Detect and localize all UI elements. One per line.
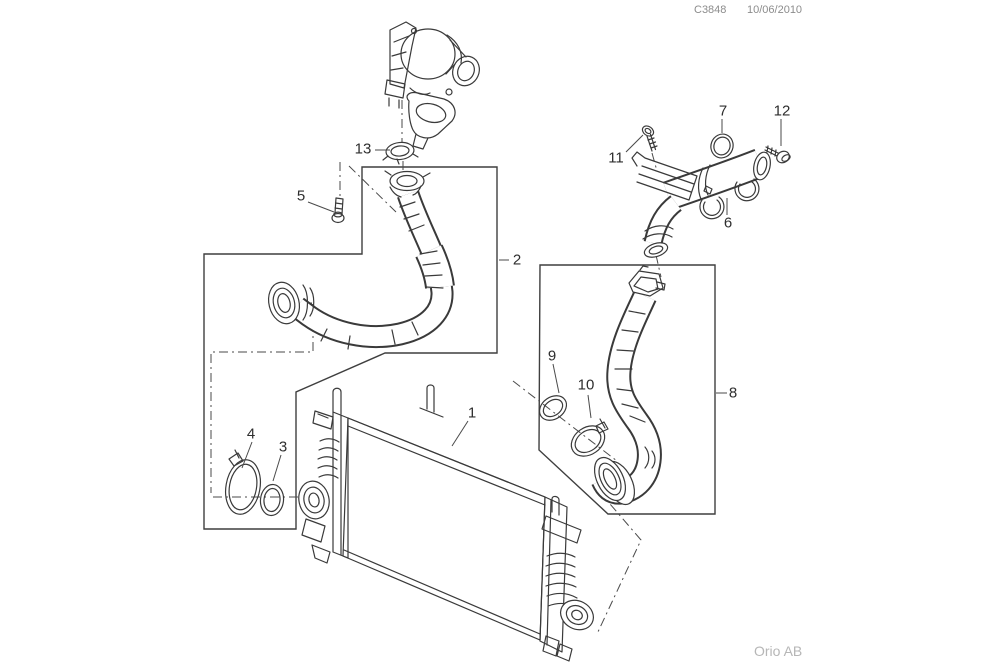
guide-ring9-clamp10-axis xyxy=(512,380,618,462)
leader-10 xyxy=(587,394,592,419)
clamp-ring-13 xyxy=(382,141,419,165)
leader-11 xyxy=(625,134,644,153)
hose2-connector-cuff xyxy=(267,281,315,325)
header-doc-date: 10/06/2010 xyxy=(747,4,802,16)
turbocharger-drawing xyxy=(384,21,480,150)
guide-bolt11-axis xyxy=(651,152,658,172)
screw-12 xyxy=(764,145,791,164)
bolt-11 xyxy=(641,125,658,152)
callout-3[interactable]: 3 xyxy=(279,439,287,456)
seal-ring-9 xyxy=(538,395,568,421)
callout-7[interactable]: 7 xyxy=(719,103,727,120)
intercooler-drawing xyxy=(298,384,594,662)
leader-3 xyxy=(272,454,282,482)
spring-clip xyxy=(734,178,760,202)
callout-5[interactable]: 5 xyxy=(297,188,305,205)
callout-10[interactable]: 10 xyxy=(578,377,595,394)
callout-6[interactable]: 6 xyxy=(724,215,732,232)
callout-8[interactable]: 8 xyxy=(729,385,737,402)
hose8-flange xyxy=(628,265,666,297)
callout-13[interactable]: 13 xyxy=(355,141,372,158)
callout-12[interactable]: 12 xyxy=(774,103,791,120)
pipe6-bracket xyxy=(631,151,698,201)
charge-air-pipe-6 xyxy=(631,149,771,258)
hose2-flange xyxy=(384,170,431,198)
leader-4 xyxy=(241,441,253,469)
callout-11[interactable]: 11 xyxy=(608,150,624,167)
outline-box-8 xyxy=(538,264,716,515)
hose-clamp-4 xyxy=(224,449,262,515)
callout-leader-lines xyxy=(241,119,782,482)
callout-1[interactable]: 1 xyxy=(468,405,476,422)
hose8-mouth-cuff xyxy=(593,456,636,506)
callout-9[interactable]: 9 xyxy=(548,348,556,365)
charge-air-hose-8 xyxy=(591,265,666,506)
callout-4[interactable]: 4 xyxy=(247,426,255,443)
seal-ring-7 xyxy=(710,133,734,159)
header-doc-code: C3848 xyxy=(694,4,726,16)
footer-publisher: Orio AB xyxy=(754,643,802,659)
guide-pipe6-to-hose8 xyxy=(655,254,662,278)
leader-5 xyxy=(307,201,335,213)
charge-air-hose-2 xyxy=(267,170,455,350)
leader-9 xyxy=(552,363,560,394)
seal-ring-3 xyxy=(259,483,285,517)
leader-1 xyxy=(451,420,469,447)
assembly-guide-lines xyxy=(210,100,662,635)
bolt-5 xyxy=(331,197,345,224)
guide-turbo-to-clamp13 xyxy=(401,100,404,171)
callout-2[interactable]: 2 xyxy=(513,252,521,269)
guide-bolt5-to-flange xyxy=(348,165,397,213)
outline-box-2 xyxy=(203,166,498,530)
guide-hose8-to-port xyxy=(596,489,642,635)
spring-clip xyxy=(699,196,725,220)
guide-hose2-to-clamps xyxy=(210,302,314,498)
hose-clamp-10 xyxy=(570,418,609,457)
